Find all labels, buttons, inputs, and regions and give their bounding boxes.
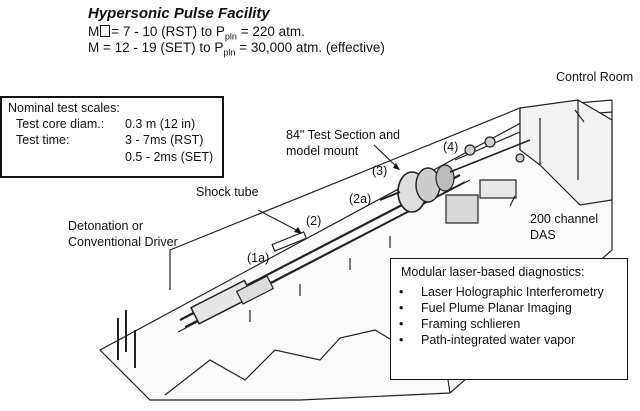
rst-condition: M= 7 - 10 (RST) to Ppln = 220 atm. xyxy=(88,24,305,42)
shock-tube-label: Shock tube xyxy=(196,185,259,199)
station-2: (2) xyxy=(306,214,322,228)
das-label-2: DAS xyxy=(530,228,556,242)
station-3: (3) xyxy=(372,164,388,178)
time-label: Test time: xyxy=(16,133,70,147)
mach-symbol: M xyxy=(88,24,100,39)
list-item: •Fuel Plume Planar Imaging xyxy=(399,301,572,315)
figure-title: Hypersonic Pulse Facility xyxy=(88,5,270,22)
control-room xyxy=(519,99,613,206)
core-value: 0.3 m (12 in) xyxy=(125,117,196,131)
bullet-icon: • xyxy=(399,317,404,331)
driver-label-1: Detonation or xyxy=(68,219,144,233)
test-section-label-1: 84" Test Section and xyxy=(286,128,401,142)
driver-label-2: Conventional Driver xyxy=(68,235,178,249)
station-4: (4) xyxy=(443,140,459,154)
list-item: •Path-integrated water vapor xyxy=(399,333,576,347)
list-item: •Laser Holographic Interferometry xyxy=(399,285,604,299)
test-scales-box: Nominal test scales: Test core diam.: 0.… xyxy=(0,96,224,178)
bullet-icon: • xyxy=(399,285,404,299)
scales-heading: Nominal test scales: xyxy=(8,101,120,115)
core-label: Test core diam.: xyxy=(16,117,105,131)
control-room-label: Control Room xyxy=(556,70,634,84)
bullet-icon: • xyxy=(399,333,404,347)
missing-glyph xyxy=(100,25,111,37)
das-racks xyxy=(445,194,479,224)
station-1a: (1a) xyxy=(247,251,270,265)
time-set: 0.5 - 2ms (SET) xyxy=(125,150,214,164)
diagnostics-box: Modular laser-based diagnostics: •Laser … xyxy=(390,258,628,380)
diagnostics-heading: Modular laser-based diagnostics: xyxy=(401,265,585,279)
time-rst: 3 - 7ms (RST) xyxy=(125,133,204,147)
station-2a: (2a) xyxy=(349,192,372,206)
diagnostics-list: •Laser Holographic Interferometry •Fuel … xyxy=(399,285,604,349)
set-condition: M = 12 - 19 (SET) to Ppln = 30,000 atm. … xyxy=(88,40,385,58)
bullet-icon: • xyxy=(399,301,404,315)
test-section-label-2: model mount xyxy=(286,144,359,158)
das-label-1: 200 channel xyxy=(530,212,599,226)
list-item: •Framing schlieren xyxy=(399,317,521,331)
